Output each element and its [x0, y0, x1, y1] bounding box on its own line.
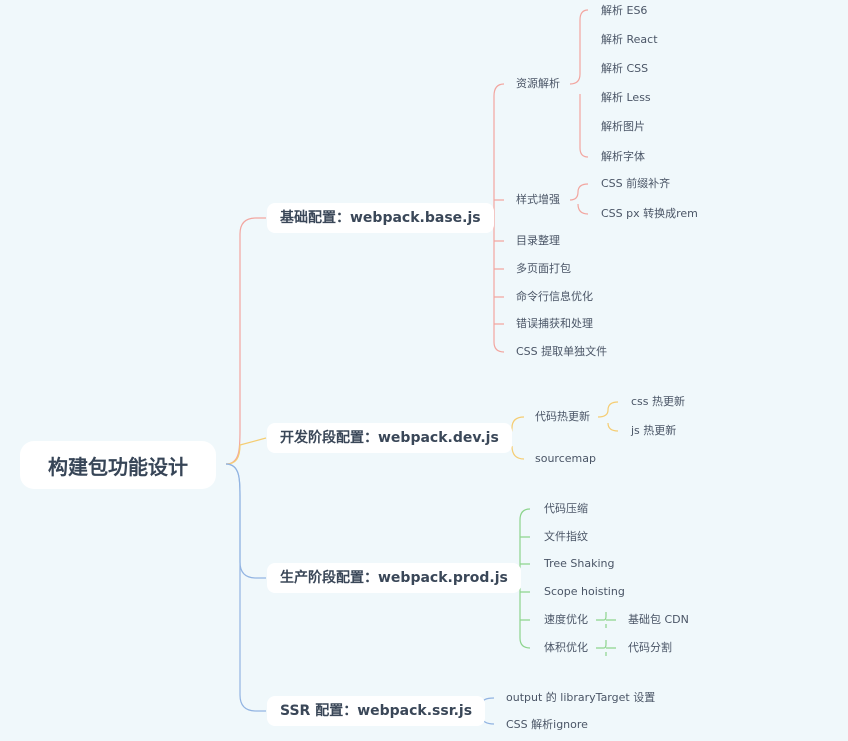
branch-prod[interactable]: 生产阶段配置：webpack.prod.js [267, 563, 521, 593]
node-parse-react[interactable]: 解析 React [601, 33, 658, 46]
node-error[interactable]: 错误捕获和处理 [516, 317, 593, 330]
node-code-split[interactable]: 代码分割 [628, 641, 672, 654]
node-js-hmr[interactable]: js 热更新 [631, 424, 677, 437]
node-parse-less[interactable]: 解析 Less [601, 91, 651, 104]
root-node[interactable]: 构建包功能设计 [20, 441, 216, 489]
node-cdn[interactable]: 基础包 CDN [628, 613, 689, 626]
node-parse-font[interactable]: 解析字体 [601, 150, 645, 163]
bracket-speed [596, 612, 616, 628]
node-size[interactable]: 体积优化 [544, 641, 588, 654]
connector-root-ssr [225, 463, 266, 712]
connector-root-dev [225, 437, 267, 465]
bracket-size [596, 640, 616, 656]
node-css-extract[interactable]: CSS 提取单独文件 [516, 345, 608, 358]
node-css-ignore[interactable]: CSS 解析ignore [506, 718, 588, 731]
bracket-hmr [597, 401, 619, 432]
node-dir[interactable]: 目录整理 [516, 234, 560, 247]
node-hash[interactable]: 文件指纹 [544, 530, 588, 543]
node-parse-image[interactable]: 解析图片 [601, 120, 645, 133]
branch-dev[interactable]: 开发阶段配置：webpack.dev.js [267, 423, 512, 453]
node-minify[interactable]: 代码压缩 [544, 502, 588, 515]
node-scope-hoisting[interactable]: Scope hoisting [544, 585, 625, 598]
bracket-base [483, 83, 505, 353]
node-style[interactable]: 样式增强 [516, 193, 560, 206]
node-parse-css[interactable]: 解析 CSS [601, 62, 649, 75]
node-css-px-rem[interactable]: CSS px 转换成rem [601, 207, 698, 220]
node-css-hmr[interactable]: css 热更新 [631, 395, 686, 408]
node-tree-shaking[interactable]: Tree Shaking [544, 557, 615, 570]
node-cli-info[interactable]: 命令行信息优化 [516, 290, 593, 303]
branch-base[interactable]: 基础配置：webpack.base.js [267, 203, 494, 233]
node-hmr[interactable]: 代码热更新 [535, 410, 590, 423]
branch-ssr[interactable]: SSR 配置：webpack.ssr.js [267, 696, 486, 726]
bracket-prod [507, 508, 531, 649]
node-parse-es6[interactable]: 解析 ES6 [601, 4, 648, 17]
node-speed[interactable]: 速度优化 [544, 613, 588, 626]
node-css-prefix[interactable]: CSS 前缀补齐 [601, 177, 671, 190]
node-multipage[interactable]: 多页面打包 [516, 262, 571, 275]
connector-root-base [225, 217, 266, 465]
node-library-target[interactable]: output 的 libraryTarget 设置 [506, 691, 656, 704]
bracket-style [569, 183, 589, 215]
bracket-resource [569, 9, 589, 158]
node-resource[interactable]: 资源解析 [516, 77, 560, 90]
node-sourcemap[interactable]: sourcemap [535, 452, 596, 465]
connector-root-prod [225, 463, 266, 579]
